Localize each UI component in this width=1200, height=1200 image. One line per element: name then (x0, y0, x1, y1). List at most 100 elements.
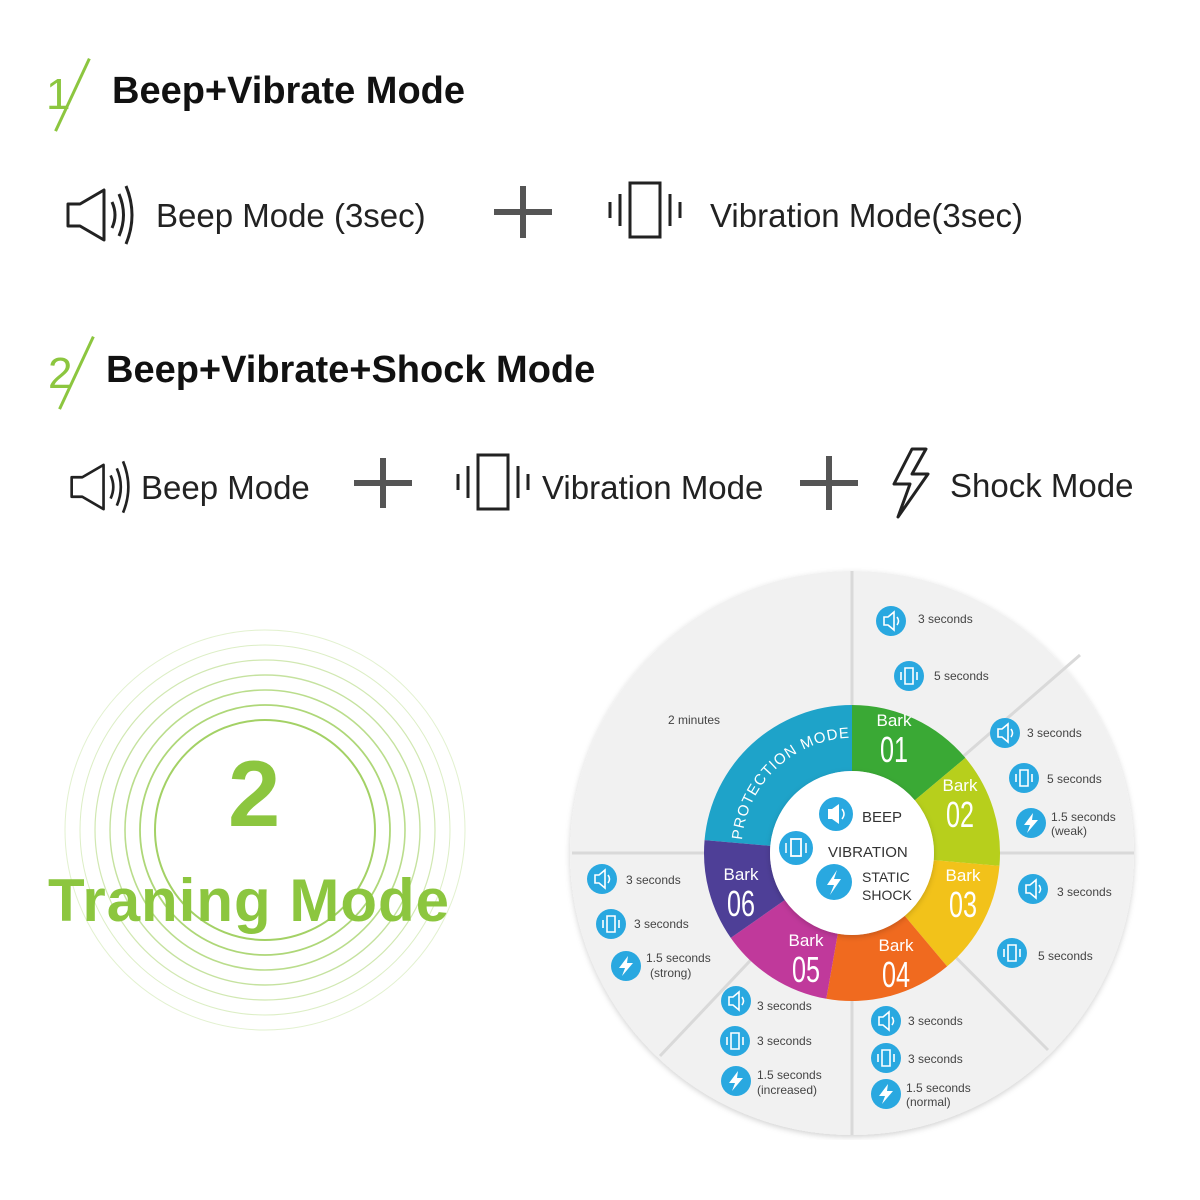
speaker-icon (871, 1006, 901, 1036)
bark-label: Bark (724, 865, 759, 884)
shock-icon-glyph (619, 956, 633, 976)
vibration-icon (596, 909, 626, 939)
bark-label: Bark (877, 711, 912, 730)
outer-item-label: 3 seconds (634, 917, 689, 931)
bark-number: 01 (880, 730, 908, 771)
section2-title: Beep+Vibrate+Shock Mode (106, 349, 596, 391)
vibration-icon (456, 453, 530, 511)
outer-item-label: 1.5 seconds (1051, 810, 1116, 824)
outer-item-label: (increased) (757, 1083, 817, 1097)
speaker-icon-glyph (594, 868, 611, 890)
plus-icon (354, 458, 412, 508)
bark-number: 06 (727, 884, 755, 925)
outer-item-label: 3 seconds (918, 612, 973, 626)
center-beep: BEEP (819, 797, 902, 831)
vibration-icon (894, 661, 924, 691)
section1-beep-label: Beep Mode (3sec) (156, 197, 426, 234)
center-vibration: VIBRATION (779, 831, 908, 865)
speaker-icon (70, 460, 130, 514)
bark-label: Bark (789, 931, 824, 950)
bark-05-sector (730, 900, 838, 999)
bark-label: Bark (946, 866, 981, 885)
speaker-icon (587, 864, 617, 894)
outer-item-label: 1.5 seconds (757, 1068, 822, 1082)
bark-number: 02 (946, 795, 974, 836)
speaker-icon (721, 986, 751, 1016)
bark-number: 05 (792, 950, 820, 991)
vibration-icon-glyph (602, 915, 620, 933)
bark-04-sector (826, 915, 948, 1001)
speaker-icon-glyph (878, 1010, 895, 1032)
speaker-icon-glyph (728, 990, 745, 1012)
bark-06-sector (704, 840, 785, 938)
training-number: 2 (228, 741, 281, 846)
outer-item-label: 3 seconds (1027, 726, 1082, 740)
plus-icon (494, 186, 552, 238)
vibration-icon-glyph (900, 667, 918, 685)
plus-icon (800, 456, 858, 510)
speaker-icon (66, 185, 134, 245)
bark-number: 03 (949, 885, 977, 926)
vibration-icon (720, 1026, 750, 1056)
vibration-icon-glyph (1015, 769, 1033, 787)
vibration-icon-glyph (877, 1049, 895, 1067)
vibration-icon-glyph (1003, 944, 1021, 962)
speaker-icon-glyph (1025, 878, 1042, 900)
speaker-icon-glyph (883, 610, 900, 632)
outer-item-label: (normal) (906, 1095, 951, 1109)
lightning-icon (892, 447, 930, 519)
outer-items: 3 seconds 5 seconds 3 seconds 5 seconds 1.5 … (587, 606, 1116, 1109)
training-label: Traning Mode (48, 867, 450, 934)
bark-label: Bark (943, 776, 978, 795)
bark-02-sector (914, 757, 1000, 866)
vibration-icon (779, 831, 813, 865)
vibration-icon-glyph (726, 1032, 744, 1050)
section2-shock-label: Shock Mode (950, 467, 1134, 504)
outer-item-label: 3 seconds (908, 1014, 963, 1028)
section1-title: Beep+Vibrate Mode (112, 70, 466, 112)
outer-item-label: 5 seconds (1038, 949, 1093, 963)
concentric-rings (64, 629, 466, 1031)
section1-vibration-label: Vibration Mode(3sec) (710, 197, 1024, 234)
bark-01-sector (852, 705, 966, 801)
bark-number: 04 (882, 955, 910, 996)
outer-item-label: 5 seconds (934, 669, 989, 683)
protection-duration: 2 minutes (668, 713, 720, 727)
outer-item-label: 3 seconds (1057, 885, 1112, 899)
center-vibration-label: VIBRATION (828, 844, 908, 861)
vibration-icon (608, 181, 682, 239)
shock-icon-glyph (1024, 813, 1038, 833)
wheel-center-disc (770, 771, 934, 935)
shock-icon-glyph (729, 1071, 743, 1091)
outer-item-label: (weak) (1051, 824, 1087, 838)
bark-03-sector (904, 860, 1000, 967)
speaker-icon-glyph (997, 722, 1014, 744)
outer-item-label: 3 seconds (757, 999, 812, 1013)
outer-item-label: 1.5 seconds (646, 951, 711, 965)
section2-beep-label: Beep Mode (141, 469, 310, 506)
speaker-icon (876, 606, 906, 636)
vibration-icon (1009, 763, 1039, 793)
outer-item-label: 5 seconds (1047, 772, 1102, 786)
speaker-icon (1018, 874, 1048, 904)
center-beep-label: BEEP (862, 809, 902, 826)
shock-icon-glyph (879, 1084, 893, 1104)
center-shock-line1: STATIC (862, 869, 910, 885)
center-shock-line2: SHOCK (862, 887, 912, 903)
protection-mode-sector (704, 705, 852, 846)
outer-item-label: 1.5 seconds (906, 1081, 971, 1095)
section1-number: 1 (46, 70, 71, 119)
bark-mode-wheel: PROTECTION MODE 2 minutes Bark01Bark02Ba… (570, 571, 1134, 1135)
ring-sectors (704, 705, 1000, 1001)
vibration-icon (871, 1043, 901, 1073)
vibration-icon (997, 938, 1027, 968)
outer-item-label: 3 seconds (908, 1052, 963, 1066)
outer-item-label: 3 seconds (757, 1034, 812, 1048)
speaker-icon (990, 718, 1020, 748)
outer-item-label: 3 seconds (626, 873, 681, 887)
bark-label: Bark (879, 936, 914, 955)
section2-vibration-label: Vibration Mode (542, 469, 764, 506)
center-shock: STATIC SHOCK (816, 864, 912, 903)
outer-item-label: (strong) (650, 966, 691, 980)
